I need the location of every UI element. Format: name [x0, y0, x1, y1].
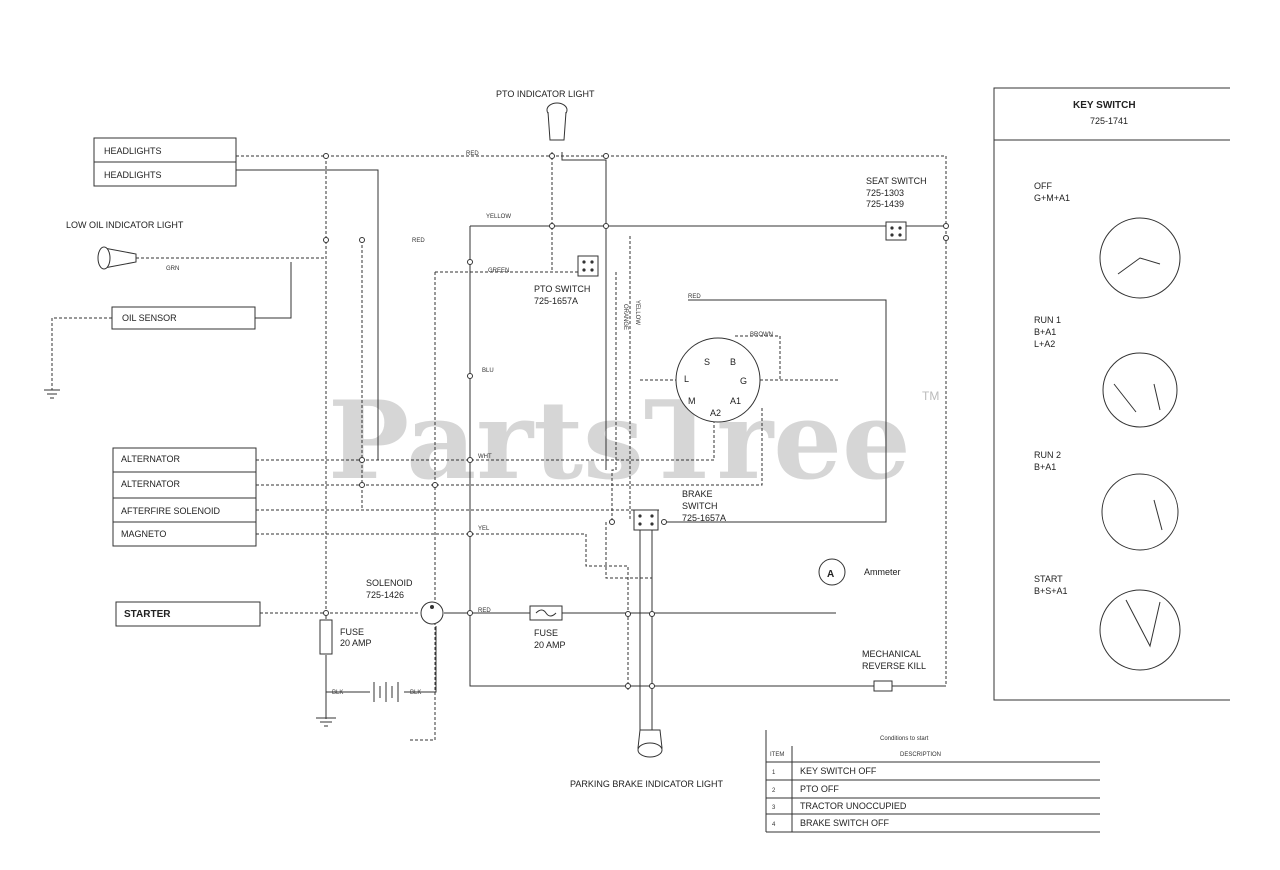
conditions-row-1-item: 1 — [772, 770, 776, 776]
junction-dots — [323, 153, 949, 689]
battery — [373, 682, 399, 702]
watermark-tm: TM — [922, 389, 939, 403]
pto-indicator-light-label: PTO INDICATOR LIGHT — [496, 89, 595, 99]
fuse-mid-label: FUSE — [534, 628, 558, 638]
ignition-terminal-s: S — [704, 357, 710, 367]
conditions-row-3-desc: TRACTOR UNOCCUPIED — [800, 801, 907, 811]
mechanical-reverse-label-2: REVERSE KILL — [862, 661, 926, 671]
ammeter-label: Ammeter — [864, 567, 901, 577]
wire-label-grn: GRN — [166, 266, 179, 272]
wire-label-blk-2: BLK — [410, 690, 421, 696]
pto-switch: PTO SWITCH 725-1657A — [534, 255, 599, 306]
key-position-start: START — [1034, 574, 1063, 584]
wire-label-red-mid: RED — [688, 294, 701, 300]
brake-switch-part: 725-1657A — [682, 513, 726, 523]
conditions-row-4-item: 4 — [772, 822, 776, 828]
alternator-box: ALTERNATOR ALTERNATOR AFTERFIRE SOLENOID… — [112, 447, 257, 547]
key-switch-part: 725-1741 — [1090, 116, 1128, 126]
wire-label-orange-vert: ORANGE — [622, 304, 628, 330]
wire-label-yellow-vert: YELLOW — [634, 300, 640, 325]
solenoid: SOLENOID 725-1426 — [366, 578, 444, 625]
headlights-box: HEADLIGHTS HEADLIGHTS — [93, 137, 237, 187]
ignition-terminal-g: G — [740, 376, 747, 386]
brake-switch: BRAKE SWITCH 725-1657A — [633, 489, 726, 531]
fuse-mid-rating: 20 AMP — [534, 640, 566, 650]
oil-sensor-label: OIL SENSOR — [122, 313, 177, 323]
conditions-header-description: DESCRIPTION — [900, 752, 941, 758]
fuse-mid: FUSE 20 AMP — [529, 605, 566, 650]
wire-label-red-starter: RED — [478, 608, 491, 614]
magneto-label: MAGNETO — [121, 529, 166, 539]
low-oil-indicator-light: LOW OIL INDICATOR LIGHT GRN — [66, 220, 184, 272]
alternator-label-1: ALTERNATOR — [121, 454, 181, 464]
headlights-label-2: HEADLIGHTS — [104, 170, 162, 180]
low-oil-light-label: LOW OIL INDICATOR LIGHT — [66, 220, 184, 230]
conditions-row-4-desc: BRAKE SWITCH OFF — [800, 818, 890, 828]
solenoid-part: 725-1426 — [366, 590, 404, 600]
fuse-left-rating: 20 AMP — [340, 638, 372, 648]
ignition-terminal-l: L — [684, 374, 689, 384]
wire-label-wht: WHT — [478, 454, 492, 460]
conditions-row-3-item: 3 — [772, 805, 776, 811]
fuse-left: FUSE 20 AMP — [319, 619, 372, 655]
pto-switch-label: PTO SWITCH — [534, 284, 590, 294]
ignition-terminal-b: B — [730, 357, 736, 367]
wire-label-brown: BROWN — [750, 332, 773, 338]
headlights-label-1: HEADLIGHTS — [104, 146, 162, 156]
ignition-terminal-a1: A1 — [730, 396, 741, 406]
parking-brake-indicator-light: PARKING BRAKE INDICATOR LIGHT — [570, 729, 724, 789]
solenoid-label: SOLENOID — [366, 578, 413, 588]
starter-label: STARTER — [124, 609, 171, 620]
conditions-row-1-desc: KEY SWITCH OFF — [800, 766, 877, 776]
afterfire-solenoid-label: AFTERFIRE SOLENOID — [121, 506, 221, 516]
ignition-terminal-m: M — [688, 396, 696, 406]
key-position-off-circuit: G+M+A1 — [1034, 193, 1070, 203]
ground-symbol-left — [44, 389, 60, 399]
alternator-label-2: ALTERNATOR — [121, 479, 181, 489]
brake-switch-label-2: SWITCH — [682, 501, 718, 511]
starter-box: STARTER — [115, 601, 261, 627]
conditions-caption: Conditions to start — [880, 736, 929, 742]
conditions-row-2-desc: PTO OFF — [800, 784, 839, 794]
seat-switch-part-2: 725-1439 — [866, 199, 904, 209]
pto-indicator-light: PTO INDICATOR LIGHT — [496, 89, 595, 141]
oil-sensor-box: OIL SENSOR — [111, 306, 256, 330]
seat-switch: SEAT SWITCH 725-1303 725-1439 — [866, 176, 927, 241]
mechanical-reverse-kill: MECHANICAL REVERSE KILL — [862, 649, 926, 692]
mechanical-reverse-label-1: MECHANICAL — [862, 649, 921, 659]
conditions-table: Conditions to start ITEM DESCRIPTION 1 K… — [765, 730, 1100, 833]
wire-label-yel: YEL — [478, 526, 490, 532]
wire-label-green: GREEN — [488, 268, 509, 274]
ammeter-symbol: A — [827, 569, 834, 580]
key-position-run1-circuit: B+A1 — [1034, 327, 1056, 337]
wire-label-red: RED — [412, 238, 425, 244]
ground-symbol-bottom — [316, 717, 336, 727]
ignition-terminal-a2: A2 — [710, 408, 721, 418]
wire-label-red-top: RED — [466, 151, 479, 157]
key-position-off: OFF — [1034, 181, 1052, 191]
key-position-start-circuit: B+S+A1 — [1034, 586, 1068, 596]
pto-switch-part: 725-1657A — [534, 296, 578, 306]
fuse-left-label: FUSE — [340, 627, 364, 637]
ammeter: A Ammeter — [818, 558, 901, 586]
brake-switch-label-1: BRAKE — [682, 489, 713, 499]
key-position-run2-circuit: B+A1 — [1034, 462, 1056, 472]
conditions-header-item: ITEM — [770, 752, 784, 758]
key-switch-panel: KEY SWITCH 725-1741 OFF G+M+A1 RUN 1 B+A… — [993, 87, 1230, 701]
conditions-row-2-item: 2 — [772, 788, 776, 794]
seat-switch-label: SEAT SWITCH — [866, 176, 927, 186]
ignition-switch: S B L G M A2 A1 — [675, 337, 761, 423]
watermark: PartsTree — [328, 378, 911, 504]
key-switch-title: KEY SWITCH — [1073, 100, 1136, 111]
key-position-run1-circuit-2: L+A2 — [1034, 339, 1055, 349]
wire-label-blu: BLU — [482, 368, 494, 374]
parking-brake-light-label: PARKING BRAKE INDICATOR LIGHT — [570, 779, 724, 789]
key-position-run1: RUN 1 — [1034, 315, 1061, 325]
key-position-run2: RUN 2 — [1034, 450, 1061, 460]
wire-label-blk: BLK — [332, 690, 343, 696]
seat-switch-part-1: 725-1303 — [866, 188, 904, 198]
wire-label-yellow: YELLOW — [486, 214, 511, 220]
